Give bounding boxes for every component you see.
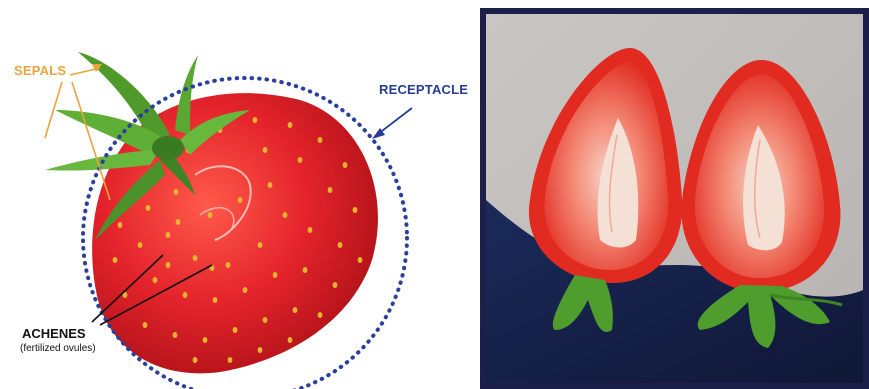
achenes-note: (fertilized ovules) <box>20 343 96 354</box>
receptacle-arrow <box>372 108 412 139</box>
halved-strawberry-photo <box>480 8 869 389</box>
achenes-label: ACHENES <box>22 326 86 341</box>
receptacle-label: RECEPTACLE <box>379 82 468 97</box>
sepals-label: SEPALS <box>14 63 66 78</box>
sepals-pointer-lines <box>45 68 110 200</box>
whole-strawberry-illustration <box>45 52 412 389</box>
